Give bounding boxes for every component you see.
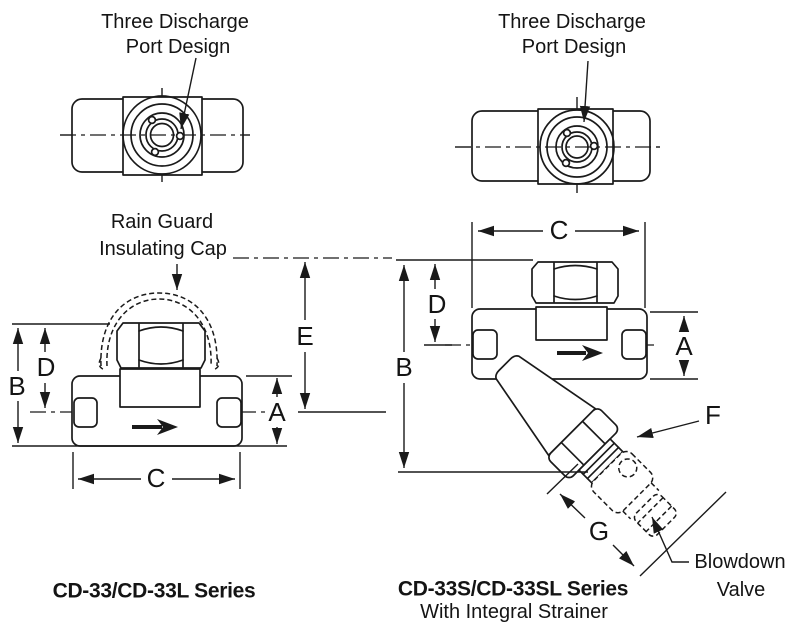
strainer-assembly (495, 355, 677, 537)
flow-arrow-head (157, 419, 178, 435)
discharge-port-hole (175, 131, 185, 141)
discharge-leader-arrow (579, 60, 591, 123)
dim-label-f: F (705, 400, 721, 430)
cap-circle-outer (539, 109, 615, 185)
discharge-leader-arrow (179, 57, 197, 130)
dim-g-arrow-down (612, 544, 635, 567)
cap-boss-square (122, 96, 203, 176)
inlet-boss (472, 329, 498, 360)
discharge-port-hole (562, 128, 572, 138)
hex-cap (531, 261, 619, 304)
blowdown-port-circle (618, 458, 638, 478)
rain-guard-cap-outer (100, 292, 218, 367)
rain-guard-label-line1: Rain Guard (111, 211, 213, 233)
cap-connector (535, 306, 608, 341)
flow-arrow-head (582, 345, 603, 361)
extension-line-g-lower (639, 491, 727, 577)
outlet-boss (216, 397, 242, 428)
dim-label-d: D (37, 352, 56, 382)
top-view-left: Three Discharge Port Design (60, 11, 250, 182)
discharge-port-hole (147, 115, 157, 125)
discharge-port-hole (561, 158, 571, 168)
hex-chamfer-arc (138, 359, 184, 365)
cap-circle (546, 116, 608, 178)
cap-connector (119, 368, 201, 408)
rain-guard-cap-inner (106, 298, 212, 367)
blowdown-facet (637, 497, 664, 524)
discharge-label-line2: Port Design (126, 36, 231, 58)
series-title-left: CD-33/CD-33L Series (53, 580, 256, 603)
strainer-facet-line (582, 421, 606, 445)
rain-guard-label-line2: Insulating Cap (99, 238, 227, 260)
strainer-facet-line (561, 442, 585, 466)
hex-chamfer-arc (553, 295, 598, 301)
front-view-left: Rain Guard Insulating Cap (30, 211, 268, 447)
series-subtitle-right: With Integral Strainer (420, 601, 608, 623)
hex-chamfer-arc (553, 264, 598, 270)
series-title-right: CD-33S/CD-33SL Series (398, 578, 628, 601)
blowdown-neck (622, 510, 632, 520)
blowdown-neck (650, 482, 660, 492)
cap-circle-outer (122, 95, 202, 175)
hex-chamfer-arc (138, 326, 184, 332)
extension-line-g-upper (546, 463, 579, 495)
dim-f-leader-arrow (636, 420, 700, 439)
dim-label-b: B (395, 352, 412, 382)
dim-label-d: D (428, 289, 447, 319)
thread-line (582, 442, 616, 476)
series-titles: CD-33/CD-33L Series CD-33S/CD-33SL Serie… (53, 578, 629, 624)
rain-guard-foot (98, 357, 106, 371)
cap-circle (130, 103, 194, 167)
inlet-boss (73, 397, 98, 428)
blowdown-valve (590, 450, 677, 537)
dim-label-b: B (8, 371, 25, 401)
dim-label-a: A (268, 397, 286, 427)
blowdown-label-line1: Blowdown (694, 551, 785, 573)
discharge-port-hole (150, 147, 160, 157)
top-view-right: Three Discharge Port Design (455, 11, 660, 193)
dim-label-e: E (296, 321, 313, 351)
rain-guard-foot (212, 357, 220, 371)
discharge-label-line1: Three Discharge (498, 11, 646, 33)
discharge-label-line2: Port Design (522, 36, 627, 58)
dim-label-a: A (675, 331, 693, 361)
dimensions-right: C B D A F G Blowdown Valve (395, 215, 785, 601)
discharge-label-line1: Three Discharge (101, 11, 249, 33)
dim-g-arrow-up (559, 493, 586, 519)
blowdown-end-hex (633, 493, 677, 537)
blowdown-label-line2: Valve (717, 579, 766, 601)
cap-circle-inner (149, 122, 175, 148)
strainer-cone (495, 355, 597, 457)
dimensions-left: B D A C E (8, 257, 392, 493)
hex-cap (116, 322, 206, 369)
cap-circle-inner (565, 135, 589, 159)
front-view-right (445, 261, 677, 537)
dim-label-g: G (589, 516, 609, 546)
dim-label-c: C (550, 215, 569, 245)
dim-label-c: C (147, 463, 166, 493)
thread-line (586, 446, 620, 480)
discharge-port-hole (589, 141, 599, 151)
blowdown-leader-arrow (651, 516, 689, 563)
outlet-boss (621, 329, 647, 360)
